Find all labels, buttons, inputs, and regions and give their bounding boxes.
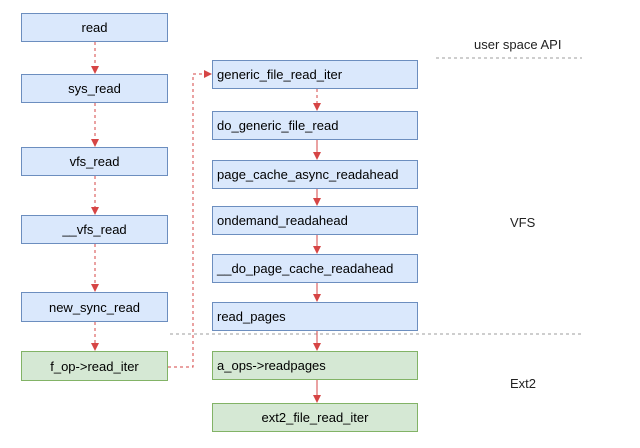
node-vfs-read: vfs_read (21, 147, 168, 176)
node-ondemand-readahead: ondemand_readahead (212, 206, 418, 235)
node-a-ops-readpages: a_ops->readpages (212, 351, 418, 380)
arrow-f-op-to-generic-file-read-iter (168, 70, 212, 368)
node-generic-file-read-iter: generic_file_read_iter (212, 60, 418, 89)
node-page-cache-async-readahead: page_cache_async_readahead (212, 160, 418, 189)
node-new-sync-read: new_sync_read (21, 292, 168, 322)
node-f-op-read-iter: f_op->read_iter (21, 351, 168, 381)
layer-label-user-space: user space API (474, 37, 562, 52)
node-sys-read: sys_read (21, 74, 168, 103)
node-read-pages: read_pages (212, 302, 418, 331)
node-read: read (21, 13, 168, 42)
node-__do-page-cache-readahead: __do_page_cache_readahead (212, 254, 418, 283)
layer-label-ext2: Ext2 (510, 376, 537, 391)
layer-label-vfs: VFS (510, 215, 536, 230)
node-do-generic-file-read: do_generic_file_read (212, 111, 418, 140)
node-ext2-file-read-iter: ext2_file_read_iter (212, 403, 418, 432)
node-__vfs-read: __vfs_read (21, 215, 168, 244)
